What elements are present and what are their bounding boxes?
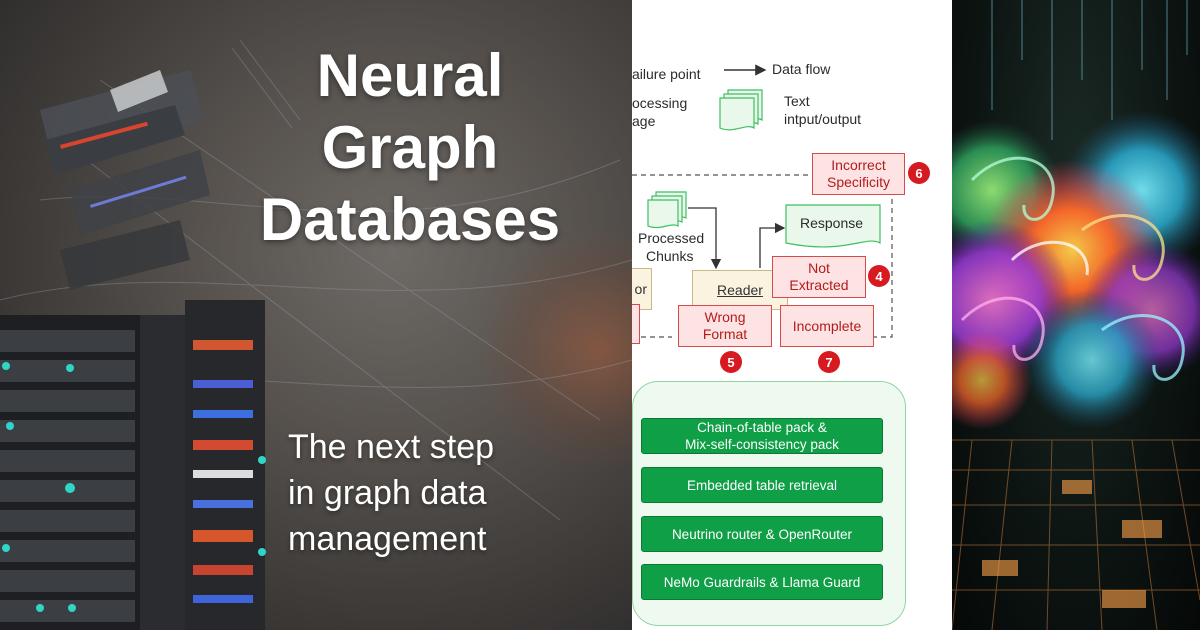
failure-badge-5: 5 bbox=[720, 351, 742, 373]
response-shape bbox=[785, 204, 881, 248]
solution-neutrino-router: Neutrino router & OpenRouter bbox=[641, 516, 883, 552]
tagline: The next step in graph data management bbox=[288, 424, 608, 562]
node-label: Reader bbox=[717, 281, 763, 298]
failure-badge-7: 7 bbox=[818, 351, 840, 373]
node-label: Extracted bbox=[789, 277, 849, 293]
abstract-art-panel bbox=[952, 0, 1200, 630]
headline: Neural Graph Databases bbox=[200, 40, 620, 256]
response-label: Response bbox=[800, 215, 864, 231]
hero-panel: Neural Graph Databases The next step in … bbox=[0, 0, 632, 630]
diagram-connectors bbox=[632, 64, 893, 338]
headline-line: Neural bbox=[316, 42, 504, 109]
solution-label: Embedded table retrieval bbox=[686, 477, 838, 493]
partial-failure-node bbox=[632, 304, 640, 344]
partial-stage-node: or bbox=[632, 268, 652, 310]
node-label: or bbox=[634, 280, 647, 297]
wrong-format-node: Wrong Format bbox=[678, 305, 772, 347]
solution-embedded-table-retrieval: Embedded table retrieval bbox=[641, 467, 883, 503]
processed-chunks-icon bbox=[647, 191, 687, 229]
solution-label: Mix-self-consistency pack bbox=[685, 437, 839, 452]
incomplete-node: Incomplete bbox=[780, 305, 874, 347]
node-label: Format bbox=[702, 326, 748, 342]
legend-text-io-2: intput/output bbox=[784, 111, 862, 127]
not-extracted-node: Not Extracted bbox=[772, 256, 866, 298]
legend-processing-1: ocessing bbox=[632, 95, 688, 111]
legend-text-io-1: Text bbox=[784, 93, 810, 109]
solution-chain-of-table: Chain-of-table pack & Mix-self-consisten… bbox=[641, 418, 883, 454]
legend-failure-point: ailure point bbox=[632, 66, 701, 82]
solutions-area: Chain-of-table pack & Mix-self-consisten… bbox=[632, 381, 906, 626]
node-label: Incorrect bbox=[831, 157, 886, 173]
text-io-icon bbox=[719, 89, 763, 131]
server-rack-illustration bbox=[0, 39, 632, 630]
swirl-artwork bbox=[952, 0, 1200, 630]
solution-label: Chain-of-table pack & bbox=[697, 420, 827, 435]
node-label: Incomplete bbox=[792, 317, 862, 334]
solution-nemo-guardrails: NeMo Guardrails & Llama Guard bbox=[641, 564, 883, 600]
headline-line: Graph bbox=[321, 114, 499, 181]
legend-processing-2: age bbox=[632, 113, 656, 129]
headline-line: Databases bbox=[259, 186, 561, 253]
tagline-line: management bbox=[288, 520, 487, 558]
diagram-panel: ailure point Data flow ocessing age Text… bbox=[632, 0, 952, 630]
processed-chunks-label-2: Chunks bbox=[646, 248, 694, 264]
upper-rack-shapes bbox=[40, 70, 210, 290]
lower-rack bbox=[0, 300, 266, 630]
failure-badge-6: 6 bbox=[908, 162, 930, 184]
tagline-line: The next step bbox=[288, 428, 495, 466]
legend-data-flow: Data flow bbox=[772, 61, 831, 77]
solution-label: NeMo Guardrails & Llama Guard bbox=[663, 574, 861, 590]
processed-chunks-label-1: Processed bbox=[638, 230, 705, 246]
tagline-line: in graph data bbox=[288, 474, 487, 512]
node-label: Wrong bbox=[704, 309, 746, 325]
node-label: Specificity bbox=[826, 174, 891, 190]
incorrect-specificity-node: Incorrect Specificity bbox=[812, 153, 905, 195]
failure-badge-4: 4 bbox=[868, 265, 890, 287]
solution-label: Neutrino router & OpenRouter bbox=[671, 526, 853, 542]
node-label: Not bbox=[808, 260, 830, 276]
